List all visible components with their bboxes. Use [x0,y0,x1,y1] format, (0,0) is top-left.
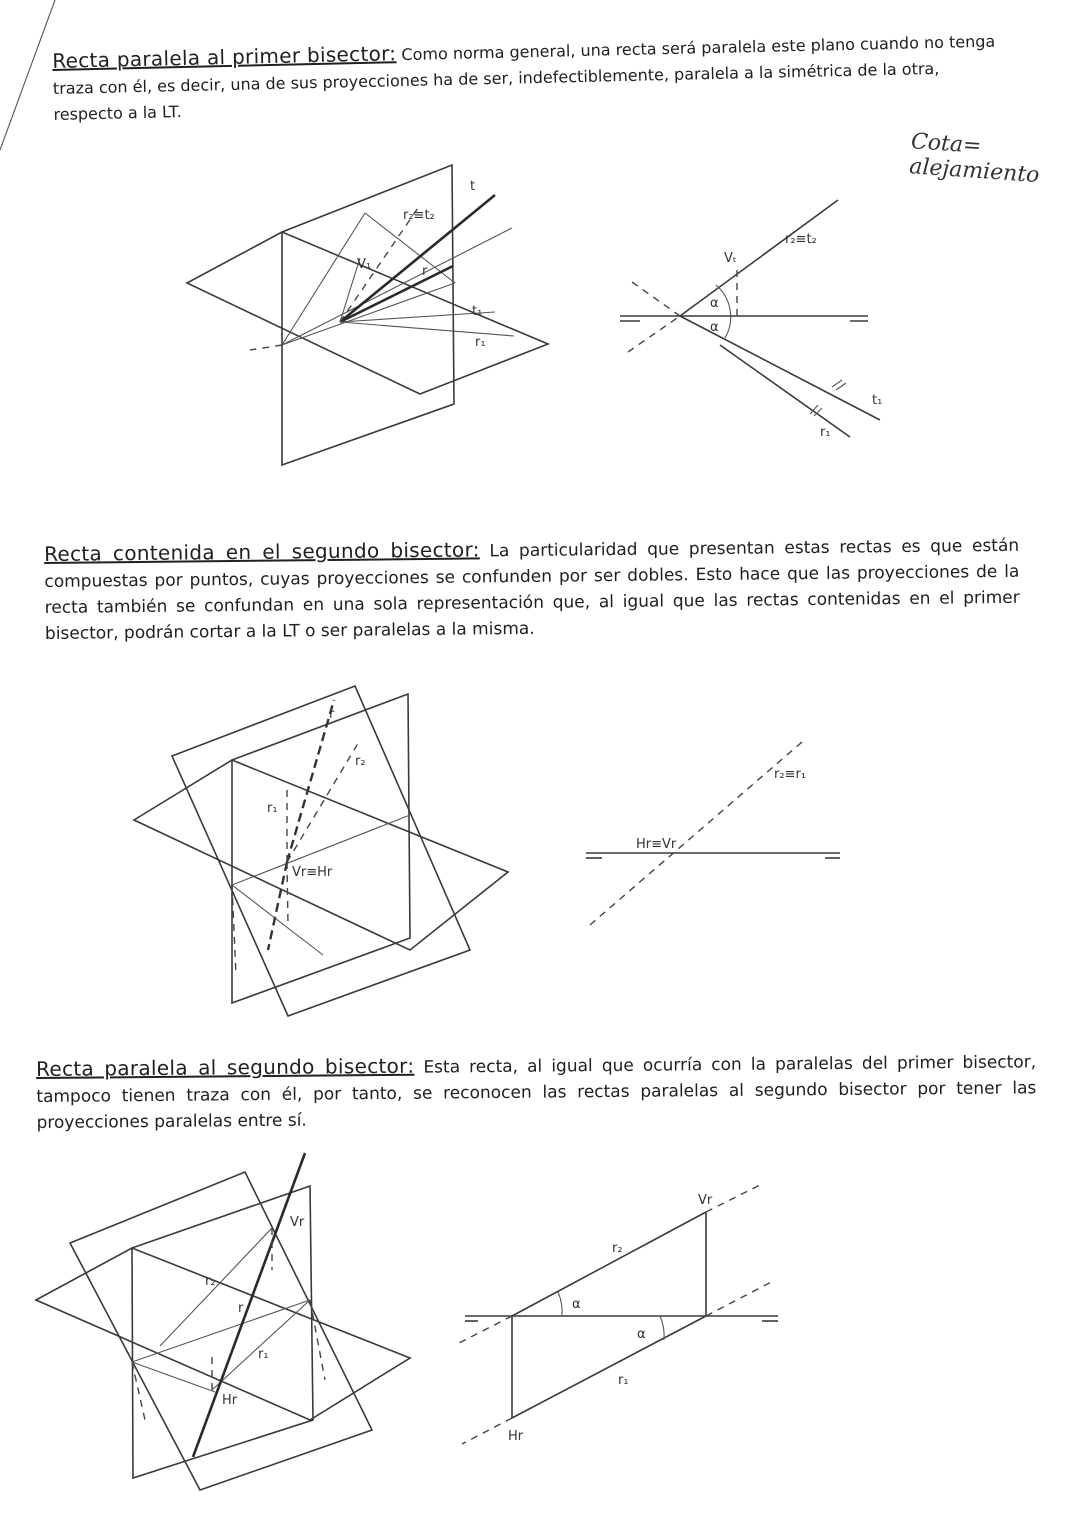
fig3-3d-geometry [34,1152,412,1491]
fig1-label-t1: t₁ [472,304,482,319]
fig1-line-r [339,264,454,324]
fig3-proj-label-hr: Hr [508,1429,524,1444]
fig3-bisector-plane [68,1170,374,1491]
fig3-alpha-bottom: α [637,1327,646,1342]
fig1-line-r1 [339,321,515,337]
fig2-2d-geometry [586,741,840,926]
fig1-proj-label-vt: Vₜ [724,251,737,266]
fig1-label-r: r [422,264,428,279]
fig3-label-hr: Hr [222,1393,238,1408]
fig2-3d-geometry [132,684,510,1018]
fig1-proj-r1 [719,344,851,438]
fig1-proj-label-r2t2: r₂≡t₂ [785,232,817,247]
fig3-2d-geometry [454,1184,778,1445]
fig2-label-r2: r₂ [355,754,366,769]
fig3-horizontal-plane [34,1247,412,1421]
fig3-line-r1 [211,1299,311,1391]
fig3-proj-r2 [511,1211,707,1317]
fig1-proj-label-r1: r₁ [820,425,831,440]
fig2-label-vrhr: Vr≡Hr [292,865,333,880]
fig1-alpha-top: α [710,296,719,311]
fig2-label-r: r [329,707,335,722]
fig1-horizontal-plane [185,231,551,395]
fig1-bisector-line [281,227,513,346]
fig1-alpha-bottom: α [710,320,719,335]
fig3-label-r: r [238,1301,244,1316]
fig3-line-r2 [159,1227,273,1347]
fig1-proj-t1 [679,315,881,421]
fig1-label-t: t [470,179,475,194]
page-edge-stroke [0,0,56,151]
fig2-horizontal-plane [132,759,510,951]
fig1-label-v: V₁ [357,257,371,272]
fig1-2d-geometry [620,199,881,438]
fig3-label-vr: Vr [290,1215,305,1230]
fig3-proj-label-r1: r₁ [618,1373,629,1388]
fig3-label-r1: r₁ [258,1347,269,1362]
fig3-label-r2: r₂ [205,1274,216,1289]
fig1-line-r2t2 [339,204,421,323]
fig3-vertical-plane [131,1184,314,1480]
fig1-label-r2t2: r₂≡t₂ [403,208,435,223]
fig1-label-r1: r₁ [475,335,486,350]
fig1-line-t [339,193,496,324]
fig3-proj-label-r2: r₂ [612,1241,623,1256]
fig2-proj-label-r2r1: r₂≡r₁ [774,767,806,782]
fig2-vertical-plane [231,692,411,1005]
fig1-3d-geometry [0,0,551,467]
fig1-line-t1 [339,311,496,323]
fig2-line-r [285,699,336,863]
fig1-proj-r2t2 [679,199,839,317]
fig3-proj-label-vr: Vr [698,1193,713,1208]
fig1-vertical-plane [281,163,455,467]
fig2-proj-label-hrvr: Hr≡Vr [636,837,677,852]
fig2-label-r1: r₁ [267,801,278,816]
fig2-line-r2 [286,739,361,863]
fig2-bisector-plane [170,684,472,1018]
fig3-alpha-top: α [572,1297,581,1312]
fig3-line-r [191,1152,307,1458]
fig1-proj-label-t1: t₁ [872,393,882,408]
fig3-proj-r1 [511,1315,707,1419]
